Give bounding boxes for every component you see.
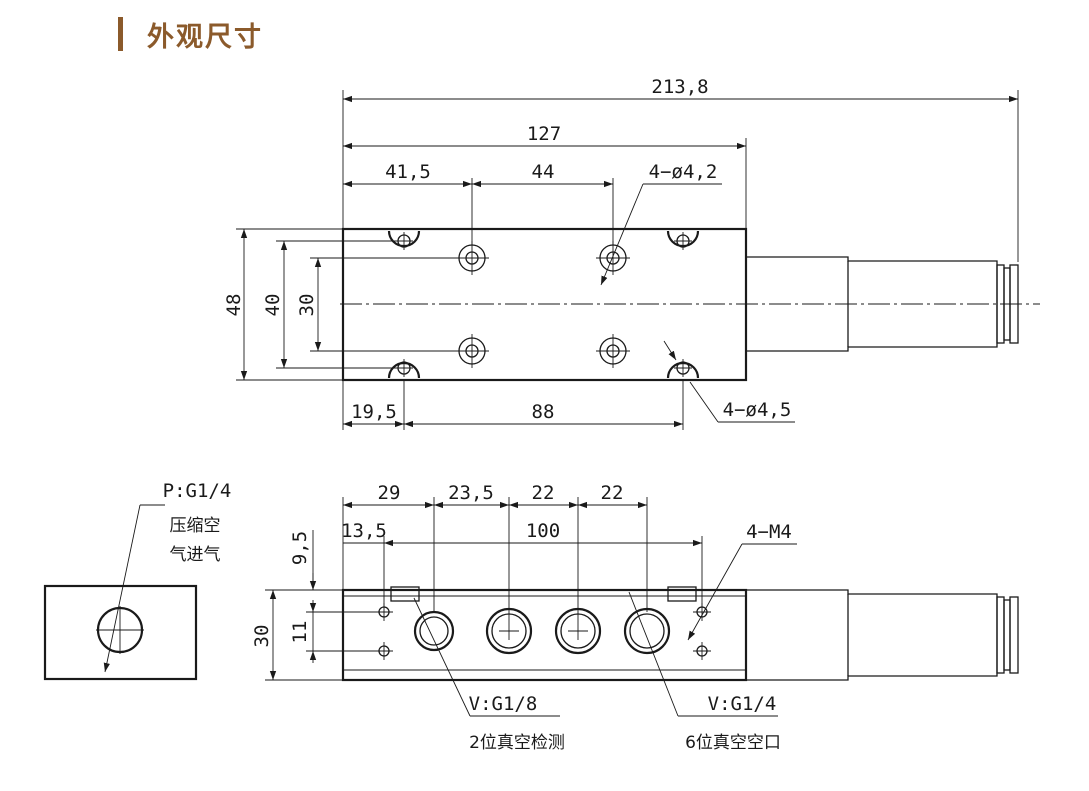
dim-mount-pitch: 88 xyxy=(532,401,555,423)
dim-100: 100 xyxy=(526,520,560,542)
callout-mount-holes: 4−ø4,5 xyxy=(723,399,792,421)
front-view: 29 23,5 22 22 13,5 100 4−M4 9,5 30 11 V:… xyxy=(251,482,1019,753)
front-slot-left xyxy=(390,586,420,602)
dim-9-5: 9,5 xyxy=(289,531,311,565)
front-extension-lines xyxy=(265,497,703,681)
callout-port-v-g18: V:G1/8 xyxy=(469,693,538,715)
dim-22-b: 22 xyxy=(601,482,624,504)
dim-29: 29 xyxy=(378,482,401,504)
front-cylinder xyxy=(746,589,1019,681)
page-title: 外观尺寸 xyxy=(147,21,263,53)
top-view: 213,8 127 41,5 44 4−ø4,2 48 40 30 19,5 8… xyxy=(223,76,1040,430)
front-slot-right xyxy=(667,586,697,602)
dim-11: 11 xyxy=(289,621,311,644)
callout-port-v-g14: V:G1/4 xyxy=(708,693,777,715)
label-compressed-air-1: 压缩空 xyxy=(170,516,221,536)
side-view: P:G1/4 压缩空 气进气 xyxy=(43,480,232,681)
top-body-outline xyxy=(341,227,748,382)
callout-small-holes: 4−ø4,2 xyxy=(649,161,718,183)
dim-height-40: 40 xyxy=(262,294,284,317)
through-holes xyxy=(455,241,630,368)
top-leaders xyxy=(600,183,795,423)
front-body-outline xyxy=(341,588,748,682)
dim-height-48: 48 xyxy=(223,294,245,317)
top-dimension-lines xyxy=(240,95,1018,428)
dim-body-length: 127 xyxy=(527,123,561,145)
top-extension-lines xyxy=(236,90,1019,430)
dim-23-5: 23,5 xyxy=(448,482,494,504)
top-cylinder xyxy=(746,256,1019,352)
side-leader xyxy=(103,504,141,673)
vacuum-ports xyxy=(413,607,671,655)
dim-height-30: 30 xyxy=(296,294,318,317)
front-dimension-lines xyxy=(269,501,702,680)
dim-overall-length: 213,8 xyxy=(651,76,708,98)
label-2-position-vacuum-detect: 2位真空检测 xyxy=(469,733,565,753)
callout-port-p-g14: P:G1/4 xyxy=(163,480,232,502)
dim-mount-offset: 19,5 xyxy=(351,401,397,423)
dim-first-hole-offset: 41,5 xyxy=(385,161,431,183)
side-body-outline xyxy=(43,584,198,681)
dim-13-5: 13,5 xyxy=(341,520,387,542)
dim-22-a: 22 xyxy=(532,482,555,504)
callout-thread-m4: 4−M4 xyxy=(746,521,792,543)
dim-30-front: 30 xyxy=(251,625,273,648)
mount-hole-slots xyxy=(387,230,700,379)
m4-threaded-holes xyxy=(375,603,711,660)
dim-hole-pitch: 44 xyxy=(532,161,555,183)
section-header: 外观尺寸 xyxy=(118,14,263,54)
label-6-position-vacuum-port: 6位真空空口 xyxy=(685,733,781,753)
accent-bar xyxy=(118,17,123,51)
label-compressed-air-2: 气进气 xyxy=(170,545,221,565)
front-leaders xyxy=(413,543,797,717)
